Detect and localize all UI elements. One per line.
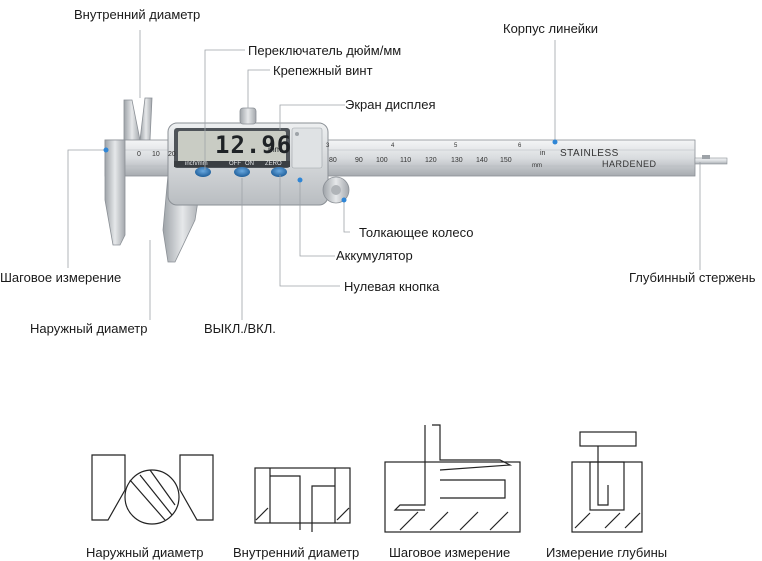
outer-jaw-fixed [104,139,126,246]
method-outer-diameter: Наружный диаметр [86,545,204,560]
inch-number: 4 [391,143,395,149]
callout-outer-diameter: Наружный диаметр [30,321,148,336]
callout-fixing-screw: Крепежный винт [273,63,373,78]
inner-jaws [123,97,153,149]
brand-line-2: HARDENED [602,159,657,169]
depth-measurement-icon [571,431,643,533]
method-inner-diameter: Внутренний диаметр [233,545,360,560]
method-depth-measurement: Измерение глубины [546,545,668,560]
lcd-reading: 12.96 [215,131,293,159]
battery-cover [291,127,323,169]
inch-mm-button [195,167,211,177]
method-step-measurement: Шаговое измерение [389,545,511,560]
inch-number: 3 [326,143,330,149]
mm-unit: mm [532,163,542,169]
lcd-unit: mm [268,145,282,154]
inch-unit: in [540,150,546,157]
scale-number: 120 [425,157,437,164]
scale-number: 130 [451,157,463,164]
callout-display-screen: Экран дисплея [345,97,436,112]
callout-depth-rod: Глубинный стержень [629,270,756,285]
inch-number: 5 [454,143,458,149]
button-label-on: ON [245,161,254,167]
callout-inch-mm-switch: Переключатель дюйм/мм [248,43,402,58]
callout-leaders [67,30,701,320]
fixing-screw [239,107,257,125]
callout-dots [103,139,558,203]
inch-number: 6 [518,143,522,149]
off-on-button [234,167,250,177]
scale-number: 100 [376,157,388,164]
scale-number: 110 [400,157,412,164]
scale-number: 0 [137,151,141,158]
inner-diameter-icon [254,467,351,532]
outer-diameter-icon [91,454,214,525]
callout-ruler-body: Корпус линейки [503,21,599,36]
scale-number: 80 [329,157,337,164]
callout-step-measurement: Шаговое измерение [0,270,122,285]
brand-line-1: STAINLESS [560,148,619,159]
callout-battery: Аккумулятор [336,248,413,263]
scale-number: 90 [355,157,363,164]
callout-thumb-wheel: Толкающее колесо [359,225,474,240]
callout-zero-button: Нулевая кнопка [344,279,440,294]
step-measurement-icon [384,424,521,533]
scale-number: 20 [168,151,176,158]
button-label-zero: ZERO [265,161,282,167]
scale-number: 140 [476,157,488,164]
scale-number: 150 [500,157,512,164]
button-label-off: OFF [229,161,241,167]
scale-number: 10 [152,151,160,158]
callout-off-on: ВЫКЛ./ВКЛ. [204,321,276,336]
depth-rod [694,157,728,165]
callout-inner-diameter: Внутренний диаметр [74,7,201,22]
button-label-inch-mm: inch/mm [185,161,208,167]
zero-button [271,167,287,177]
